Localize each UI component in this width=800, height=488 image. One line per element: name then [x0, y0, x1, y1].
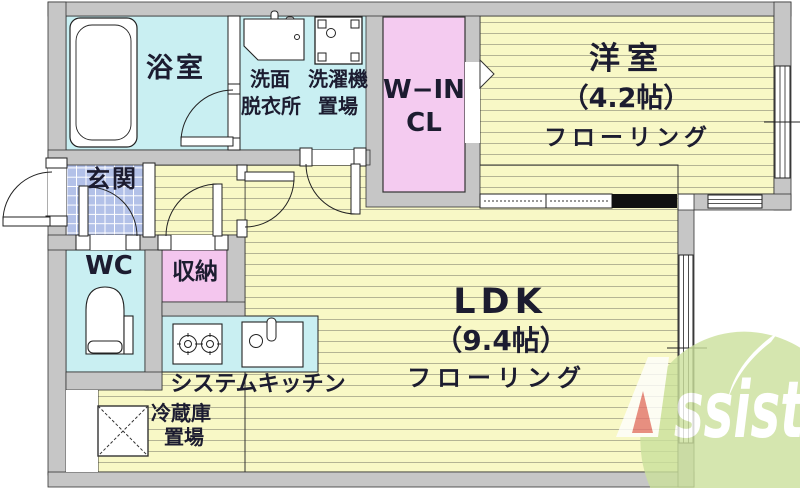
logo-text: ssist: [674, 366, 800, 456]
sliding-door-icon: [479, 193, 677, 209]
door-openings: [48, 62, 480, 250]
label-laundry-2: 置場: [318, 94, 358, 118]
label-western-room-size: （4.2帖）: [561, 83, 691, 114]
label-bath: 浴室: [146, 53, 206, 84]
room-western: [479, 15, 775, 195]
label-wc: WC: [85, 251, 133, 281]
label-storage: 収納: [172, 259, 218, 285]
leaf-vein-icon: [728, 332, 778, 399]
fridge-space-icon: [97, 405, 149, 457]
bathtub-icon: [69, 17, 138, 148]
label-washroom-2: 脱衣所: [241, 94, 301, 118]
door-swing-icon: [2, 136, 361, 237]
toilet-icon: [85, 286, 134, 355]
label-ldk-flooring: フローリング: [407, 364, 587, 392]
doorway-arrow-icon: [479, 58, 495, 90]
vanity-sink-icon: [243, 10, 305, 61]
label-entrance: 玄関: [86, 165, 138, 193]
label-fridge-1: 冷蔵庫: [151, 401, 211, 425]
label-western-room: 洋室: [589, 41, 665, 77]
label-washroom-1: 洗面: [250, 67, 290, 91]
label-ldk: LDK: [453, 282, 547, 322]
label-walkin-closet-2: CL: [406, 108, 442, 138]
washing-machine-icon: [314, 16, 363, 65]
label-fridge-2: 置場: [164, 425, 204, 449]
window-icon: [667, 65, 800, 444]
room-walkin-closet: [365, 14, 481, 208]
dead-space: [66, 390, 98, 472]
label-western-room-flooring: フローリング: [544, 125, 712, 151]
assist-logo: ssist: [616, 331, 800, 488]
stove-icon: [172, 323, 223, 365]
door-arcs: [2, 89, 357, 237]
label-walkin-closet-1: W−IN: [383, 75, 465, 105]
label-ldk-size: （9.4帖）: [434, 324, 568, 357]
label-system-kitchen: システムキッチン: [170, 372, 346, 397]
label-laundry-1: 洗濯機: [308, 67, 368, 91]
kitchen-sink-icon: [241, 317, 304, 368]
logo-letter-a-accent: [632, 391, 653, 433]
